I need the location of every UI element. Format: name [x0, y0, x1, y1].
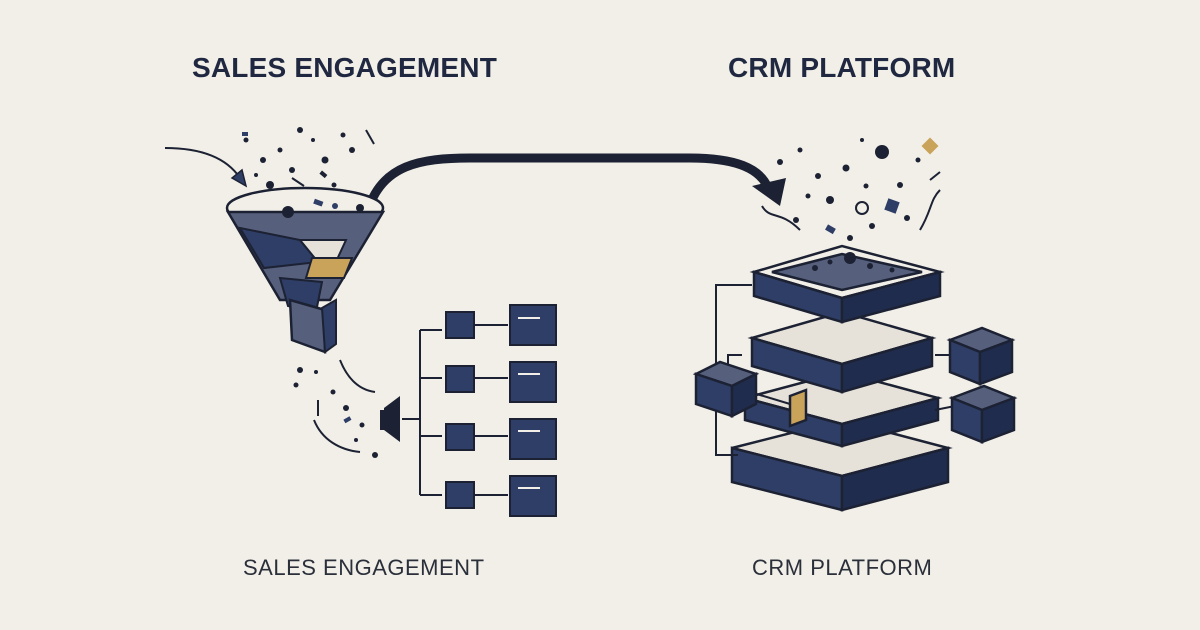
stacked-database-icon — [730, 244, 953, 512]
crm-platform-caption: CRM PLATFORM — [752, 555, 933, 580]
connector-icon — [380, 396, 400, 442]
data-particles-bottom-left — [293, 359, 378, 458]
list-card-2 — [509, 361, 557, 403]
flow-arrow-icon — [363, 153, 786, 215]
list-node-1 — [445, 311, 475, 339]
crm-inner-particles — [812, 252, 895, 273]
list-tree-icon — [402, 324, 508, 496]
data-particles-left — [242, 127, 375, 189]
cube-icon-left — [692, 360, 760, 419]
cube-icon-right-top — [946, 326, 1016, 386]
list-items — [445, 304, 557, 517]
cube-icon-right-bottom — [948, 384, 1018, 444]
list-node-4 — [445, 481, 475, 509]
sales-engagement-caption: SALES ENGAGEMENT — [243, 555, 485, 580]
sales-engagement-title: SALES ENGAGEMENT — [192, 52, 498, 83]
crm-platform-title: CRM PLATFORM — [728, 52, 956, 83]
list-node-3 — [445, 423, 475, 451]
incoming-arrow-icon — [164, 147, 248, 188]
list-card-4 — [509, 475, 557, 517]
data-particles-right — [761, 137, 941, 241]
list-node-2 — [445, 365, 475, 393]
list-card-1 — [509, 304, 557, 346]
funnel-icon — [225, 186, 386, 354]
list-card-3 — [509, 418, 557, 460]
